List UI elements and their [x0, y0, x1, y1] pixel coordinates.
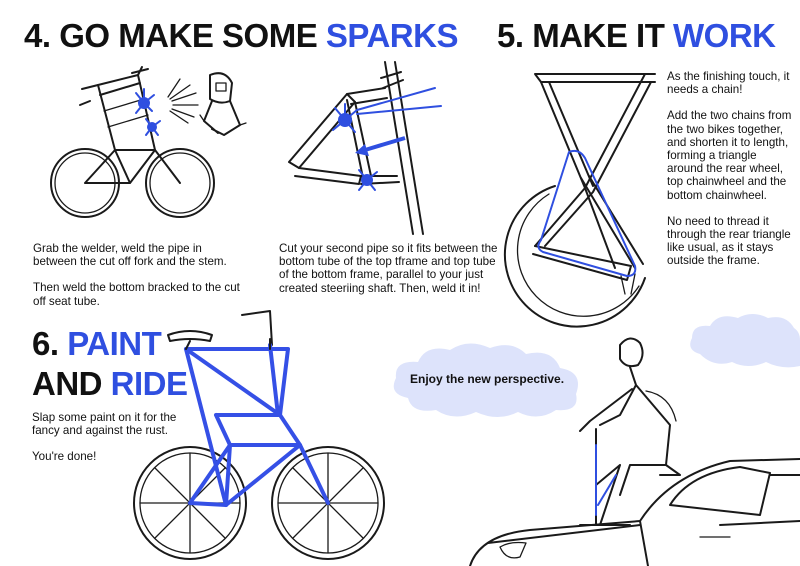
step5-chain-sketch [503, 73, 656, 328]
step5-heading: 5. MAKE IT WORK [497, 18, 776, 54]
step4-heading-highlight: SPARKS [325, 17, 459, 54]
step6-heading-and: AND [32, 365, 111, 402]
rider-on-car-sketch [469, 337, 800, 566]
step6-heading-paint: PAINT [67, 325, 162, 362]
step4-left-paragraph-1: Grab the welder, weld the pipe in betwee… [33, 242, 227, 269]
cloud-shape [393, 343, 578, 417]
step4-heading: 4. GO MAKE SOME SPARKS [24, 18, 458, 54]
step6-heading-number: 6. [32, 325, 68, 362]
step6-heading-line-2: AND RIDE [32, 364, 188, 404]
step6-paragraph-2: You're done! [32, 450, 97, 464]
step4-welding-sketch [50, 66, 247, 218]
step6-painted-bike [133, 310, 385, 560]
step6-heading-ride: RIDE [110, 365, 188, 402]
step5-text: As the finishing touch, it needs a chain… [667, 70, 795, 281]
step4-closeup-sketch [288, 61, 442, 235]
step4-left-paragraph-2: Then weld the bottom bracked to the cut … [33, 281, 240, 308]
step6-text: Slap some paint on it for the fancy and … [32, 411, 182, 477]
small-cloud-shape [690, 314, 800, 368]
step4-heading-prefix: 4. GO MAKE SOME [24, 17, 326, 54]
step5-heading-highlight: WORK [673, 17, 776, 54]
step5-paragraph-2: Add the two chains from the two bikes to… [667, 109, 792, 202]
step6-heading-line-1: 6. PAINT [32, 324, 188, 364]
step4-right-text: Cut your second pipe so it fits between … [279, 242, 499, 308]
step4-left-text: Grab the welder, weld the pipe in betwee… [33, 242, 243, 321]
step6-paragraph-1: Slap some paint on it for the fancy and … [32, 411, 177, 438]
step5-paragraph-1: As the finishing touch, it needs a chain… [667, 70, 790, 97]
step5-heading-prefix: 5. MAKE IT [497, 17, 674, 54]
step4-right-paragraph-1: Cut your second pipe so it fits between … [279, 242, 498, 295]
cloud-text: Enjoy the new perspective. [410, 372, 565, 386]
step6-heading: 6. PAINT AND RIDE [32, 324, 188, 404]
step5-paragraph-3: No need to thread it through the rear tr… [667, 214, 791, 268]
